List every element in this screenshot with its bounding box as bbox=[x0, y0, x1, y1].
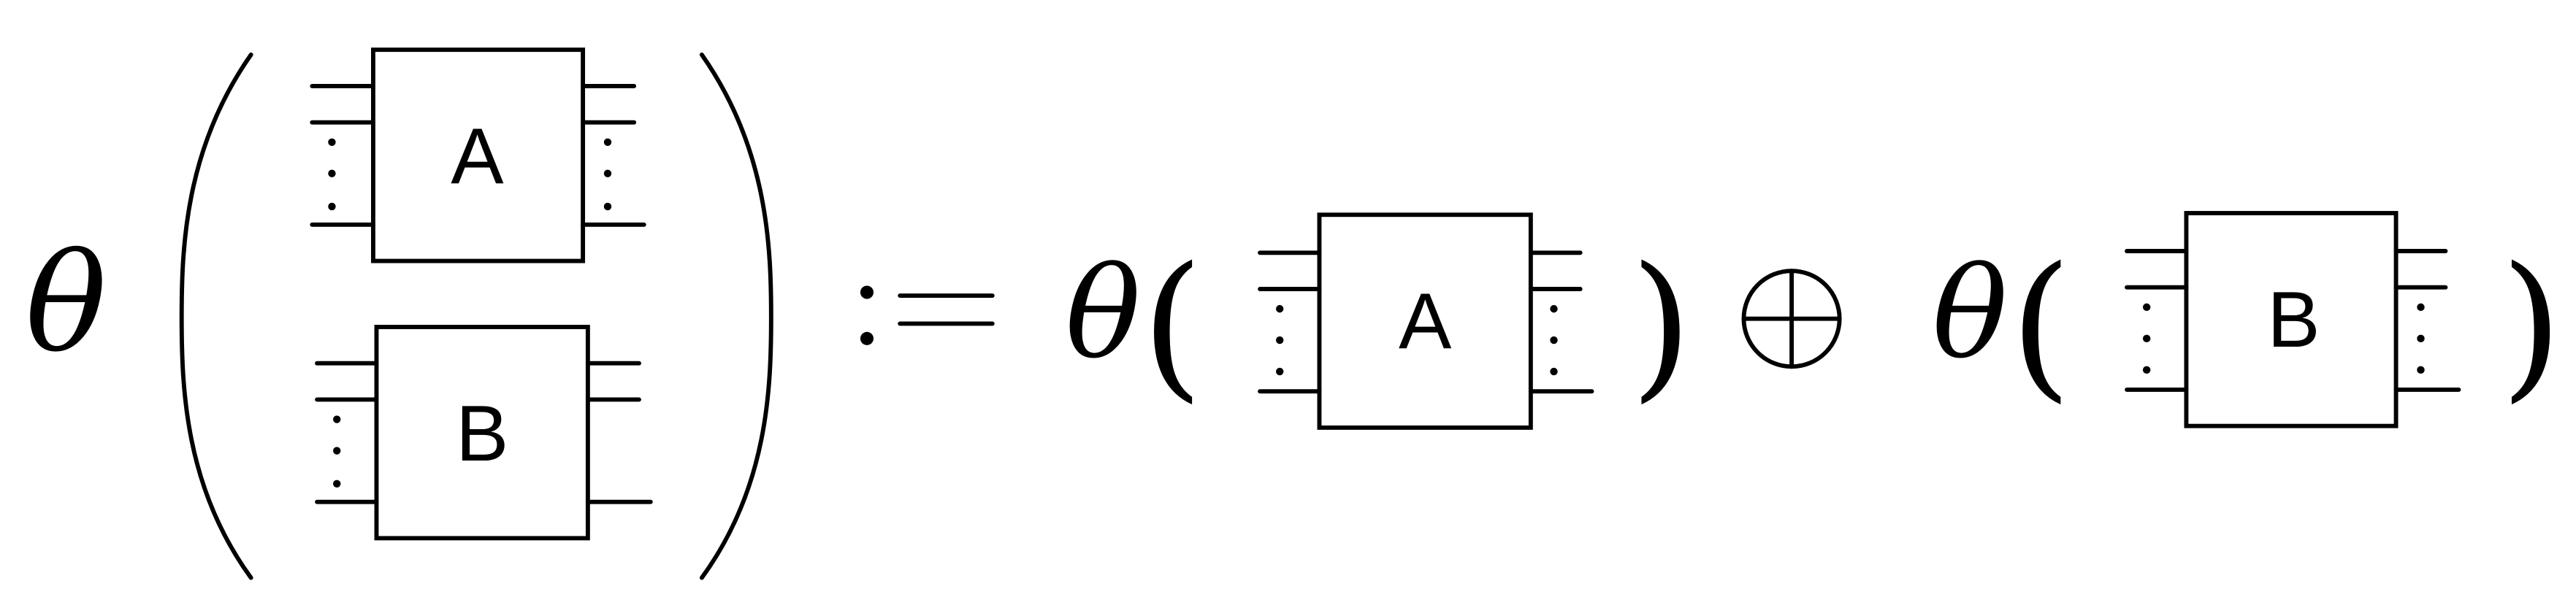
right-paren bbox=[699, 53, 773, 580]
box-b-label: B bbox=[456, 389, 508, 477]
theta-symbol: θ bbox=[26, 225, 107, 382]
left-paren bbox=[179, 53, 253, 580]
right-paren: ) bbox=[1630, 234, 1692, 417]
box-b-label: B bbox=[2267, 275, 2320, 363]
theta-symbol: θ bbox=[1066, 241, 1141, 387]
box-a-lhs: A bbox=[310, 47, 646, 263]
left-paren: ( bbox=[1142, 234, 1204, 417]
box-a-label: A bbox=[1399, 277, 1452, 365]
definition-symbol: := bbox=[860, 285, 995, 345]
direct-sum-symbol: ⊕ bbox=[1741, 269, 1842, 369]
theta-symbol: θ bbox=[1933, 241, 2008, 387]
box-b-rhs: B bbox=[2125, 211, 2461, 428]
box-b-lhs: B bbox=[315, 325, 653, 541]
right-paren: ) bbox=[2501, 234, 2563, 417]
box-a-rhs: A bbox=[1258, 212, 1594, 430]
box-a-label: A bbox=[451, 112, 504, 200]
left-paren: ( bbox=[2010, 234, 2072, 417]
